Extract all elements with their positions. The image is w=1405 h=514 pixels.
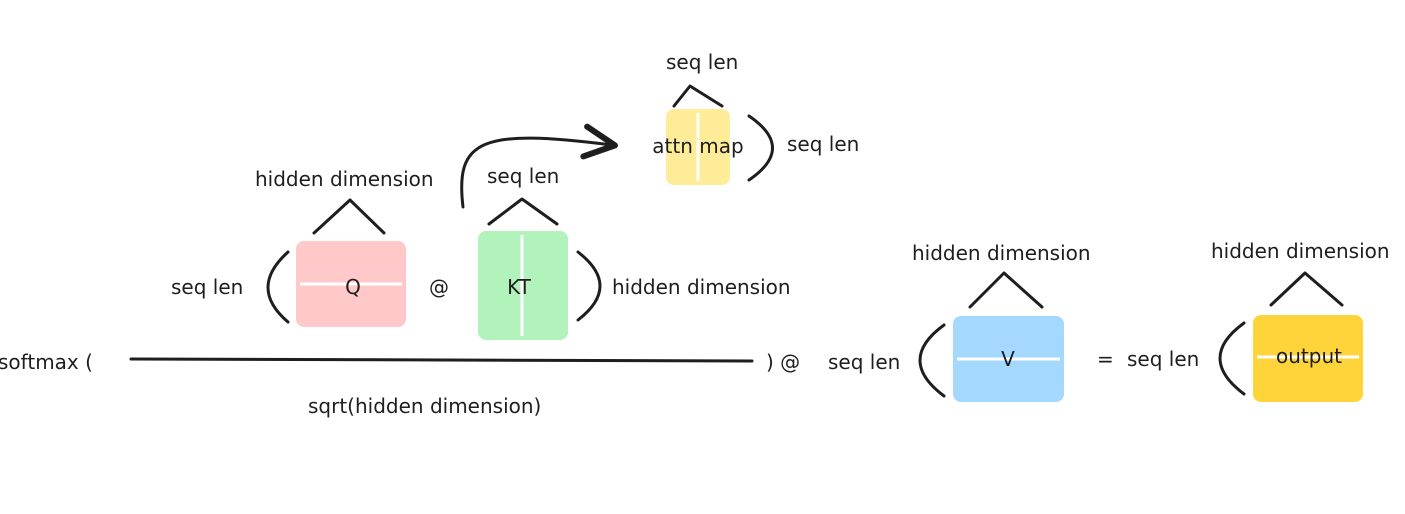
output-left-brace	[1218, 321, 1246, 396]
v-top-dim-label: hidden dimension	[912, 241, 1091, 265]
q-left-dim-label: seq len	[171, 275, 243, 299]
q-matrix: Q seq len hidden dimension	[171, 167, 434, 327]
attn-top-dim-label: seq len	[666, 50, 738, 74]
softmax-label: softmax (	[0, 350, 93, 374]
q-top-dim-label: hidden dimension	[255, 167, 434, 191]
output-left-dim-label: seq len	[1127, 347, 1199, 371]
attn-top-caret	[672, 84, 724, 108]
kt-matrix: KT hidden dimension seq len	[478, 164, 791, 340]
curved-arrow-icon	[460, 123, 618, 209]
attn-label: attn map	[652, 134, 743, 158]
v-label: V	[1001, 347, 1015, 371]
v-left-brace	[918, 323, 946, 398]
attn-map-matrix: attn map seq len seq len	[652, 50, 859, 185]
output-top-caret	[1269, 271, 1344, 307]
v-matrix: V seq len hidden dimension	[828, 241, 1091, 402]
denominator-label: sqrt(hidden dimension)	[308, 394, 541, 418]
kt-top-caret	[487, 197, 559, 226]
kt-top-dim-label: seq len	[487, 164, 559, 188]
close-paren-matmul: ) @	[766, 350, 800, 374]
output-top-dim-label: hidden dimension	[1211, 239, 1390, 263]
output-matrix: output seq len hidden dimension	[1127, 239, 1390, 402]
kt-label: KT	[507, 275, 532, 299]
equals-sign: =	[1097, 347, 1114, 371]
output-label: output	[1276, 344, 1342, 368]
q-top-caret	[312, 198, 386, 235]
kt-right-brace	[576, 250, 602, 322]
attn-right-brace	[747, 114, 774, 182]
q-label: Q	[345, 275, 361, 299]
v-left-dim-label: seq len	[828, 350, 900, 374]
v-top-caret	[968, 271, 1044, 309]
q-left-brace	[266, 250, 290, 324]
fraction-bar	[129, 357, 754, 363]
kt-right-dim-label: hidden dimension	[612, 275, 791, 299]
matmul-symbol-1: @	[429, 275, 449, 299]
attn-right-dim-label: seq len	[787, 132, 859, 156]
